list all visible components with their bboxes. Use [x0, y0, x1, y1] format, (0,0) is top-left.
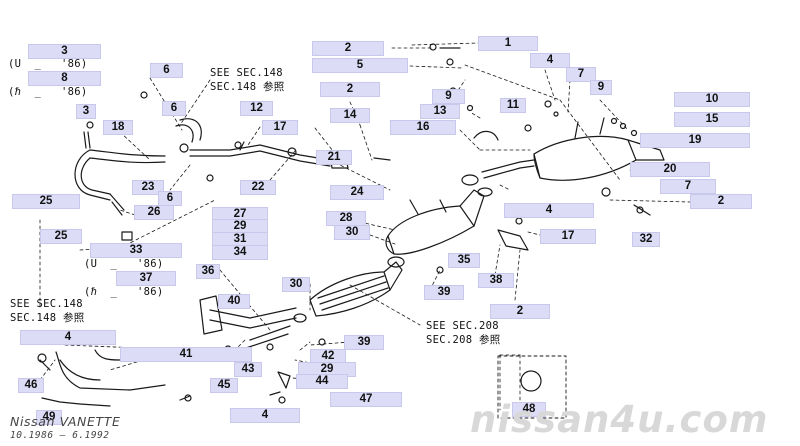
part-callout-4[interactable]: 4 [230, 408, 300, 423]
production-dates: 10.1986 — 6.1992 [10, 430, 110, 441]
see-section-ref-jp: SEC.148 参照 [210, 81, 285, 93]
model-range-note: (U _ '86) [8, 58, 88, 70]
part-callout-9[interactable]: 9 [432, 89, 465, 104]
main-muffler [461, 117, 665, 197]
see-section-ref[interactable]: SEE SEC.148 [210, 67, 283, 79]
see-section-ref-jp: SEC.208 参照 [426, 334, 501, 346]
part-callout-40[interactable]: 40 [218, 294, 250, 309]
part-callout-36[interactable]: 36 [196, 264, 220, 279]
part-callout-44[interactable]: 44 [296, 374, 348, 389]
part-callout-39[interactable]: 39 [424, 285, 464, 300]
part-callout-8[interactable]: 8 [28, 71, 101, 86]
part-callout-16[interactable]: 16 [390, 120, 456, 135]
part-callout-15[interactable]: 15 [674, 112, 750, 127]
part-callout-38[interactable]: 38 [478, 273, 514, 288]
part-callout-30[interactable]: 30 [282, 277, 310, 292]
part-callout-17[interactable]: 17 [262, 120, 298, 135]
part-callout-3[interactable]: 3 [28, 44, 101, 59]
part-callout-23[interactable]: 23 [132, 180, 164, 195]
see-section-ref-jp: SEC.148 参照 [10, 312, 85, 324]
part-callout-25[interactable]: 25 [40, 229, 82, 244]
part-callout-2[interactable]: 2 [320, 82, 380, 97]
part-callout-10[interactable]: 10 [674, 92, 750, 107]
part-callout-12[interactable]: 12 [240, 101, 273, 116]
part-callout-41[interactable]: 41 [120, 347, 252, 362]
part-callout-21[interactable]: 21 [316, 150, 352, 165]
vehicle-model: Nissan VANETTE [10, 414, 121, 429]
model-range-note: (ℏ _ '86) [8, 86, 88, 98]
part-callout-7[interactable]: 7 [660, 179, 716, 194]
part-callout-42[interactable]: 42 [310, 349, 346, 364]
part-callout-22[interactable]: 22 [240, 180, 276, 195]
see-section-ref[interactable]: SEE SEC.208 [426, 320, 499, 332]
part-callout-4[interactable]: 4 [20, 330, 116, 345]
part-callout-47[interactable]: 47 [330, 392, 402, 407]
part-callout-6[interactable]: 6 [158, 191, 182, 206]
part-callout-11[interactable]: 11 [500, 98, 526, 113]
part-callout-16[interactable]: 6 [162, 101, 186, 116]
part-callout-4[interactable]: 4 [504, 203, 594, 218]
part-callout-26[interactable]: 26 [134, 205, 174, 220]
part-callout-32[interactable]: 32 [632, 232, 660, 247]
model-range-note: (ℏ _ '86) [84, 286, 164, 298]
part-callout-37[interactable]: 37 [116, 271, 176, 286]
part-callout-24[interactable]: 24 [330, 185, 384, 200]
part-callout-6[interactable]: 6 [150, 63, 183, 78]
tail-hoses-left [74, 131, 166, 241]
catalytic-converter [293, 261, 403, 323]
part-callout-2[interactable]: 2 [490, 304, 550, 319]
part-callout-48[interactable]: 48 [512, 402, 546, 417]
part-callout-49[interactable]: 49 [36, 410, 62, 425]
part-callout-19[interactable]: 19 [640, 133, 750, 148]
part-callout-4[interactable]: 4 [530, 53, 570, 68]
part-callout-28[interactable]: 28 [326, 211, 366, 226]
part-callout-13[interactable]: 13 [420, 104, 460, 119]
center-muffler [385, 189, 529, 268]
part-callout-2[interactable]: 2 [312, 41, 384, 56]
part-callout-35[interactable]: 35 [448, 253, 480, 268]
part-callout-5[interactable]: 5 [312, 58, 408, 73]
part-callout-17[interactable]: 17 [540, 229, 596, 244]
part-callout-3[interactable]: 3 [76, 104, 96, 119]
part-callout-33[interactable]: 33 [90, 243, 182, 258]
model-range-note: (U _ '86) [84, 258, 164, 270]
front-tube [199, 295, 297, 349]
part-callout-20[interactable]: 20 [630, 162, 710, 177]
part-callout-18[interactable]: 18 [103, 120, 133, 135]
see-section-ref[interactable]: SEE SEC.148 [10, 298, 83, 310]
part-callout-9[interactable]: 9 [590, 80, 612, 95]
part-callout-34[interactable]: 34 [212, 245, 268, 260]
part-callout-43[interactable]: 43 [234, 362, 262, 377]
hanger-pipe-upper [175, 118, 331, 167]
part-callout-14[interactable]: 14 [330, 108, 370, 123]
part-callout-46[interactable]: 46 [18, 378, 44, 393]
part-callout-45[interactable]: 45 [210, 378, 238, 393]
part-callout-7[interactable]: 7 [566, 67, 596, 82]
part-callout-1[interactable]: 1 [478, 36, 538, 51]
part-callout-30[interactable]: 30 [334, 225, 370, 240]
part-callout-2[interactable]: 2 [690, 194, 752, 209]
part-callout-25[interactable]: 25 [12, 194, 80, 209]
site-watermark: nissan4u.com [470, 398, 769, 441]
part-callout-39[interactable]: 39 [344, 335, 384, 350]
